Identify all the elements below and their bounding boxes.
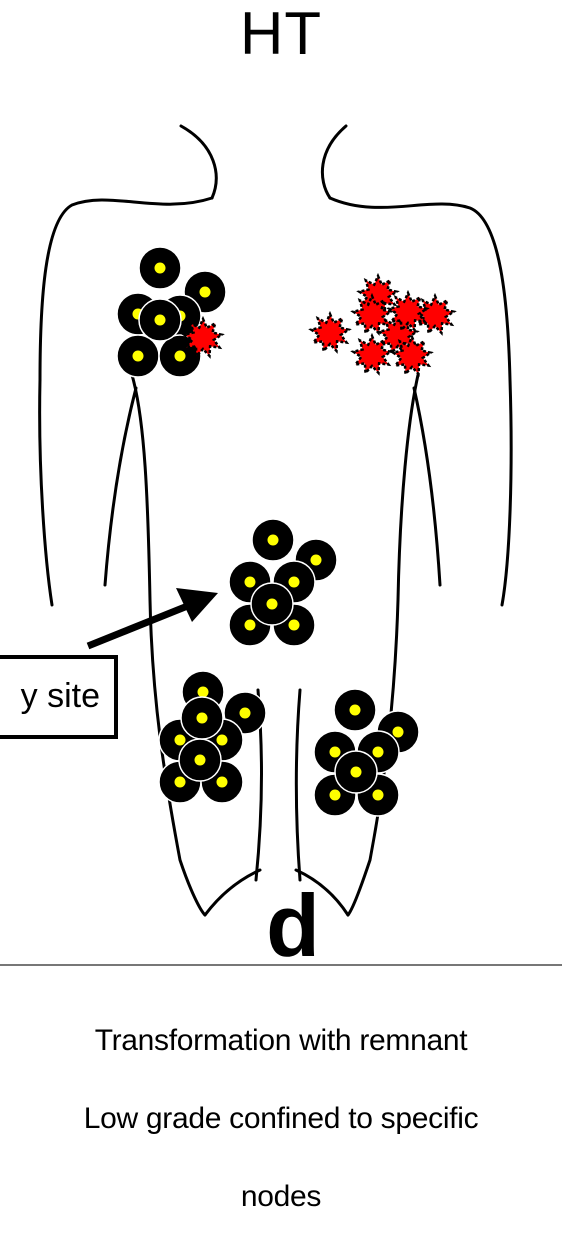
diagram-canvas: HT y site d Transformation with (0, 0, 562, 1104)
divider-line (0, 964, 562, 966)
low-grade-node-icon (179, 739, 221, 781)
arm-inner-left (414, 388, 440, 585)
low-grade-node-icon (181, 697, 223, 739)
node-layer (117, 247, 454, 816)
arrow-shaft (88, 605, 190, 646)
low-grade-node-icon (335, 751, 377, 793)
shoulder-left-line (330, 198, 511, 605)
arrow (88, 588, 218, 646)
node-group-abdomen-low-grade (229, 519, 337, 646)
transformed-node-icon (416, 296, 453, 333)
arm-inner-right (105, 388, 136, 585)
shoulder-right-line (40, 198, 212, 605)
low-grade-node-icon (252, 519, 294, 561)
caption-line-1: Transformation with remnant (0, 1021, 562, 1060)
low-grade-node-icon (139, 247, 181, 289)
node-group-right-groin-low-grade (159, 671, 266, 803)
transformed-node-icon (393, 337, 430, 374)
site-label: y site (21, 677, 100, 716)
neck-left-line (322, 126, 346, 198)
low-grade-node-icon (251, 583, 293, 625)
torso-left-line (348, 375, 418, 915)
node-group-left-groin-low-grade (314, 689, 419, 816)
inner-leg-left (296, 690, 300, 880)
caption-line-3: nodes (0, 1177, 562, 1216)
caption-line-2: Low grade confined to specific (0, 1099, 562, 1138)
low-grade-node-icon (117, 335, 159, 377)
panel-letter: d (12, 882, 562, 970)
node-group-left-axilla-transformed (311, 276, 453, 374)
site-label-box: y site (0, 655, 118, 739)
low-grade-node-icon (334, 689, 376, 731)
transformed-node-icon (311, 314, 348, 351)
neck-right-line (181, 126, 216, 198)
low-grade-node-icon (139, 299, 181, 341)
torso-right-line (132, 375, 205, 915)
caption: Transformation with remnant Low grade co… (0, 982, 562, 1255)
